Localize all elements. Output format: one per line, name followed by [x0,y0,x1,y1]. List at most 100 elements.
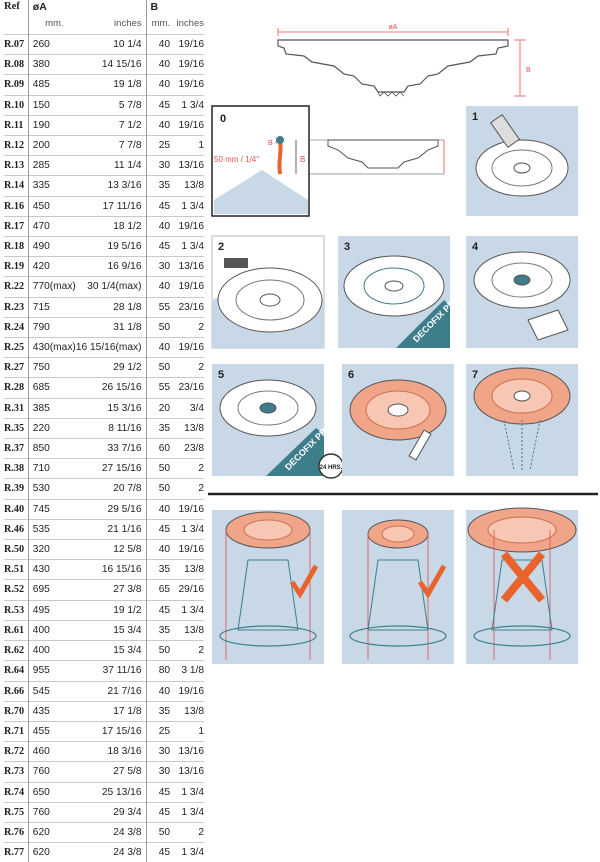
cell-b-in: 2 [174,358,204,378]
fit-panel-bad [466,508,578,664]
cell-a-mm: 460 [28,742,76,762]
cell-b-in: 19/16 [174,216,204,236]
cell-b-in: 1 [174,136,204,156]
cell-b-mm: 35 [146,418,174,438]
cell-b-mm: 30 [146,742,174,762]
cell-ref: R.71 [4,721,28,741]
cell-b-mm: 60 [146,439,174,459]
cell-b-mm: 50 [146,479,174,499]
cell-ref: R.51 [4,560,28,580]
cell-a-in: 17 11/16 [76,196,146,216]
rosette-profile: øA B [278,24,531,96]
cell-b-in: 3/4 [174,398,204,418]
cell-b-mm: 45 [146,843,174,862]
cell-b-in: 19/16 [174,277,204,297]
cell-ref: R.72 [4,742,28,762]
cell-b-in: 19/16 [174,499,204,519]
cell-a-mm: 190 [28,115,76,135]
cell-a-mm: 385 [28,398,76,418]
cell-a-in: 16 9/16 [76,257,146,277]
cell-ref: R.27 [4,358,28,378]
col-header-b: B [146,0,174,14]
cell-ref: R.35 [4,418,28,438]
cell-a-in: 20 7/8 [76,479,146,499]
cell-a-mm: 455 [28,721,76,741]
cell-a-mm: 760 [28,762,76,782]
cell-a-mm: 490 [28,237,76,257]
cell-b-in: 13/8 [174,701,204,721]
step-0-profile [309,140,444,174]
step-6-number: 6 [348,369,354,381]
cell-ref: R.17 [4,216,28,236]
cell-b-in: 19/16 [174,75,204,95]
cell-b-mm: 45 [146,519,174,539]
cell-ref: R.12 [4,136,28,156]
cell-ref: R.53 [4,600,28,620]
cell-b-mm: 30 [146,156,174,176]
cell-b-in: 13/8 [174,560,204,580]
cell-a-mm: 530 [28,479,76,499]
cell-ref: R.39 [4,479,28,499]
cell-a-in: 27 3/8 [76,580,146,600]
cell-a-mm: 650 [28,782,76,802]
cell-a-mm: 220 [28,418,76,438]
cell-a-mm: 535 [28,519,76,539]
cell-b-in: 2 [174,641,204,661]
cell-a-mm: 335 [28,176,76,196]
cell-b-mm: 30 [146,762,174,782]
cell-a-in: 21 1/16 [76,519,146,539]
cell-a-mm: 710 [28,459,76,479]
subheader-a-mm: mm. [28,14,76,35]
cell-ref: R.31 [4,398,28,418]
cell-a-mm: 620 [28,843,76,862]
cell-b-mm: 25 [146,721,174,741]
cell-b-mm: 40 [146,338,174,358]
cell-a-in: 18 1/2 [76,216,146,236]
cell-b-mm: 45 [146,802,174,822]
cell-a-in: 14 15/16 [76,55,146,75]
cell-a-in: 12 5/8 [76,540,146,560]
step-4-panel: 4 [466,236,578,348]
timer-badge: 24 HRS. [319,454,343,478]
cell-b-mm: 50 [146,459,174,479]
cell-b-in: 19/16 [174,338,204,358]
cell-b-mm: 50 [146,822,174,842]
cell-a-mm: 760 [28,802,76,822]
cell-b-mm: 65 [146,580,174,600]
cell-b-in: 19/16 [174,115,204,135]
cell-a-in: 16 15/16 [76,560,146,580]
cell-a-in: 29 5/16 [76,499,146,519]
cell-b-in: 13/16 [174,762,204,782]
cell-a-mm: 745 [28,499,76,519]
step-2-panel: 2 [212,236,324,348]
cell-a-mm: 485 [28,75,76,95]
cell-b-mm: 35 [146,176,174,196]
cell-a-mm: 695 [28,580,76,600]
cell-b-in: 19/16 [174,681,204,701]
cell-a-in: 19 1/2 [76,600,146,620]
step-0-panel: 0 50 mm / 1/4" B + B [212,106,309,216]
step-5-panel: DECOFIX PRO 5 [212,364,334,476]
cell-a-mm: 545 [28,681,76,701]
cell-ref: R.73 [4,762,28,782]
